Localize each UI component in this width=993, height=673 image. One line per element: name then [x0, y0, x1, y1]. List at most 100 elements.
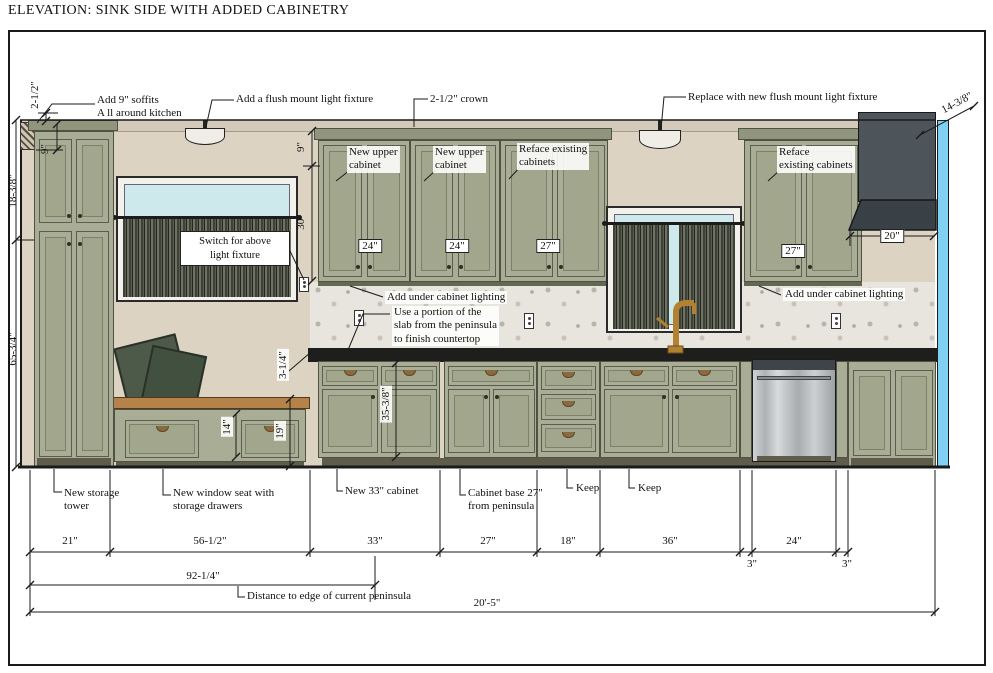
sink-curtain-right [679, 225, 735, 329]
knob [796, 265, 800, 269]
sink-curtain-left [613, 225, 669, 329]
annotation-flush-mount-right: Replace with new flush mount light fixtu… [688, 91, 878, 103]
knob [662, 395, 666, 399]
knob [559, 265, 563, 269]
dim-56-1-2in: 56-1/2" [193, 535, 227, 547]
filler-3in [740, 361, 752, 458]
annotation-reface-left: Reface existing cabinets [517, 143, 590, 170]
base-drawer [541, 424, 596, 452]
sink-window [602, 206, 746, 333]
base-cabinet-27 [444, 361, 537, 458]
knob [547, 265, 551, 269]
dim-33in: 33" [367, 535, 383, 547]
dim-soffit-mid: 9" [295, 142, 307, 152]
storage-tower [34, 131, 114, 467]
knob [78, 242, 82, 246]
dim-24in: 24" [786, 535, 802, 547]
dim-upper-cab-right: 27" [781, 244, 805, 258]
annotation-new-upper-2: New upper cabinet [433, 146, 486, 173]
tower-toe-kick [37, 458, 111, 466]
dim-upper-height: 30" [295, 214, 307, 230]
outlet [524, 313, 534, 329]
base-drawer [604, 366, 669, 386]
light-rail [318, 282, 608, 286]
light-switch [299, 277, 309, 292]
dim-upper-cab-2: 24" [445, 239, 469, 253]
left-curtain-rod [112, 215, 302, 220]
annotation-switch: Switch for above light fixture [180, 231, 290, 267]
dim-upper-cab-1: 24" [358, 239, 382, 253]
tower-door [76, 139, 109, 223]
flush-mount-light [639, 130, 681, 149]
outlet [831, 313, 841, 329]
dim-seat-height: 19" [274, 421, 286, 441]
knob [808, 265, 812, 269]
annotation-new-upper-1: New upper cabinet [347, 146, 400, 173]
knob [356, 265, 360, 269]
annotation-flush-mount-left: Add a flush mount light fixture [236, 93, 374, 105]
base-drawer-stack-18 [537, 361, 600, 458]
dim-filler-1: 3" [747, 558, 757, 570]
annotation-storage-tower: New storage tower [64, 487, 120, 513]
upper-crown-right [738, 128, 866, 140]
annotation-reface-right: Reface existing cabinets [777, 146, 855, 173]
dim-counter-edge: 3-1/4" [277, 349, 289, 381]
annotation-peninsula-distance: Distance to edge of current peninsula [247, 590, 412, 602]
annotation-cabinet-base-27: Cabinet base 27" from peninsula [468, 487, 543, 513]
dim-upper-left: 18-3/8" [7, 174, 19, 208]
cabinet-door [322, 389, 378, 453]
bench-toe-kick [116, 462, 304, 467]
left-wall-return [20, 120, 34, 467]
dim-seat-drawer: 14" [221, 417, 233, 437]
knob [371, 395, 375, 399]
base-drawer [672, 366, 737, 386]
annotation-slab: Use a portion of the slab from the penin… [392, 306, 499, 347]
toe-kick [322, 458, 934, 467]
sheet-border [8, 30, 986, 666]
dim-to-peninsula: 92-1/4" [186, 570, 220, 582]
dim-base-height: 35-3/8" [380, 385, 392, 423]
light-fixture-stem [658, 120, 662, 131]
base-drawer [448, 366, 534, 386]
dim-upper-cab-3: 27" [536, 239, 560, 253]
light-rail [744, 282, 862, 286]
dim-21in: 21" [62, 535, 78, 547]
knob [484, 395, 488, 399]
window-seat-board [110, 397, 310, 409]
annotation-crown: 2-1/2" crown [430, 93, 488, 105]
upper-crown [314, 128, 612, 140]
dim-filler-2: 3" [842, 558, 852, 570]
light-fixture-stem [203, 120, 207, 129]
knob [447, 265, 451, 269]
cabinet-door [493, 389, 535, 453]
toe-kick [851, 458, 933, 466]
knob [459, 265, 463, 269]
cabinet-door [672, 389, 737, 453]
dishwasher [752, 359, 836, 462]
annotation-keep-2: Keep [638, 482, 662, 494]
cabinet-door [604, 389, 669, 453]
dim-right-filler: 20" [880, 229, 904, 243]
base-cabinet-right [848, 361, 936, 467]
tower-crown [28, 120, 118, 131]
tower-door [39, 231, 72, 457]
dishwasher-kick [757, 456, 831, 461]
cabinet-door [853, 370, 891, 456]
dim-36in: 36" [662, 535, 678, 547]
annotation-keep-1: Keep [576, 482, 600, 494]
dim-lower-left: 65-3/4" [7, 332, 19, 366]
dishwasher-control-panel [753, 360, 835, 370]
knob [368, 265, 372, 269]
annotation-cabinet-33: New 33" cabinet [345, 485, 419, 497]
cabinet-door [448, 389, 490, 453]
base-drawer [541, 394, 596, 420]
base-drawer [322, 366, 378, 386]
base-drawer [541, 366, 596, 390]
annotation-under-cabinet-right: Add under cabinet lighting [783, 288, 906, 302]
knob [495, 395, 499, 399]
annotation-window-seat: New window seat with storage drawers [173, 487, 275, 513]
dim-27in: 27" [480, 535, 496, 547]
dishwasher-handle [757, 376, 831, 380]
filler-3in [836, 361, 848, 458]
dim-overall: 20'-5" [473, 597, 501, 609]
